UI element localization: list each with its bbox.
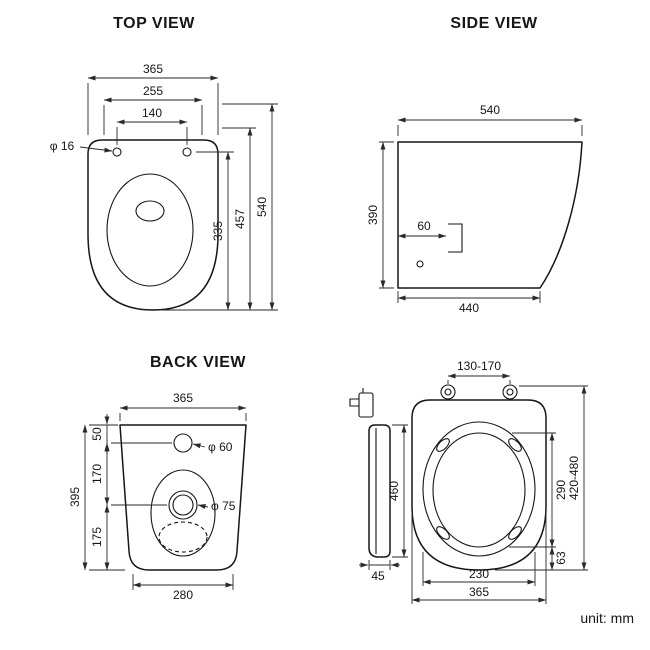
bumper-bottom-right xyxy=(508,526,522,540)
top-view: TOP VIEW 365 255 140 φ 16 335 457 540 xyxy=(50,15,278,311)
dim-back-inlet-diameter: φ 60 xyxy=(208,440,233,454)
dim-back-base-width: 280 xyxy=(173,588,193,602)
dim-side-base-depth: 440 xyxy=(459,301,479,315)
side-view-drawing xyxy=(397,141,583,289)
outlet-hole-outer xyxy=(168,490,198,520)
toilet-top-outline xyxy=(87,139,219,311)
drain-outline xyxy=(135,200,165,222)
bowl-back-outline xyxy=(150,469,216,557)
hinge-bolt-right-center xyxy=(506,388,514,396)
dim-top-inner-width: 255 xyxy=(143,84,163,98)
dim-back-outlet-to-base: 175 xyxy=(90,527,104,547)
toilet-back-outline xyxy=(119,424,247,571)
hinge-bolt-right xyxy=(502,384,518,400)
seat-view-dimensions: 130-170 460 45 290 63 420-480 230 365 xyxy=(359,359,588,604)
unit-label: unit: mm xyxy=(580,610,634,626)
dim-side-height: 390 xyxy=(366,205,380,225)
bowl-rim-outline xyxy=(106,173,194,287)
top-view-dimensions: 365 255 140 φ 16 335 457 540 xyxy=(50,62,278,311)
side-view-dimensions: 540 390 60 440 xyxy=(366,103,583,315)
hinge-bolt-left xyxy=(440,384,456,400)
dim-back-inlet-to-outlet: 170 xyxy=(90,464,104,484)
inlet-hole xyxy=(173,433,193,453)
dim-top-overall-depth: 540 xyxy=(255,197,269,217)
side-view-title: SIDE VIEW xyxy=(450,15,538,32)
dim-side-overall-depth: 540 xyxy=(480,103,500,117)
dim-top-body-depth: 457 xyxy=(233,209,247,229)
seat-top-outline xyxy=(411,399,547,571)
toilet-side-outline xyxy=(397,141,583,289)
dim-top-hole-diameter: φ 16 xyxy=(50,139,75,153)
back-view-dimensions: 365 395 50 170 175 φ 60 φ 75 280 xyxy=(68,391,247,602)
back-view-title: BACK VIEW xyxy=(150,354,246,371)
top-view-drawing xyxy=(87,139,219,311)
bumper-top-left xyxy=(436,438,450,452)
leader-inlet-diameter xyxy=(192,443,206,449)
back-view: BACK VIEW 365 395 50 170 175 xyxy=(68,354,247,602)
back-view-drawing xyxy=(119,424,247,571)
dim-side-inlet-offset: 60 xyxy=(417,219,431,233)
dim-seat-opening-length: 290 xyxy=(554,480,568,500)
top-view-title: TOP VIEW xyxy=(113,15,195,32)
dim-top-bowl-depth: 335 xyxy=(211,221,225,241)
seat-ring-outer xyxy=(422,421,536,557)
side-view: SIDE VIEW 540 390 60 440 xyxy=(366,15,583,315)
bumper-top-right xyxy=(508,438,522,452)
fixing-hole xyxy=(416,260,424,268)
dim-back-overall-height: 395 xyxy=(68,487,82,507)
dim-seat-fit-length-range: 420-480 xyxy=(567,456,581,500)
hinge-fitting-icon xyxy=(349,388,374,418)
seat-hole-left xyxy=(112,147,122,157)
dim-seat-rear-offset: 63 xyxy=(554,551,568,565)
leader-outlet-diameter xyxy=(197,504,209,509)
leader-hole-diameter xyxy=(79,146,113,153)
trapway-hidden-outline xyxy=(158,521,208,553)
dim-seat-lid-thickness: 45 xyxy=(371,569,385,583)
bumper-bottom-left xyxy=(436,526,450,540)
seat-view-drawing xyxy=(349,384,547,571)
outlet-hole-inner xyxy=(172,494,194,516)
dim-top-hole-spacing: 140 xyxy=(142,106,162,120)
seat-ring-inner xyxy=(432,432,526,548)
hinge-bolt-left-center xyxy=(444,388,452,396)
extension-lines xyxy=(379,125,583,303)
dim-seat-opening-width: 230 xyxy=(469,567,489,581)
seat-view: 130-170 460 45 290 63 420-480 230 365 xyxy=(349,359,588,604)
dim-seat-bolt-spacing: 130-170 xyxy=(457,359,501,373)
extension-lines xyxy=(87,83,278,311)
dim-seat-lid-length: 460 xyxy=(387,481,401,501)
seat-lid-side-outline xyxy=(368,424,391,558)
dim-back-overall-width: 365 xyxy=(173,391,193,405)
inlet-bracket-outline xyxy=(448,223,463,253)
dim-seat-overall-width: 365 xyxy=(469,585,489,599)
seat-hole-right xyxy=(182,147,192,157)
dim-top-overall-width: 365 xyxy=(143,62,163,76)
dim-back-outlet-diameter: φ 75 xyxy=(211,499,236,513)
dim-back-top-to-inlet: 50 xyxy=(90,427,104,441)
